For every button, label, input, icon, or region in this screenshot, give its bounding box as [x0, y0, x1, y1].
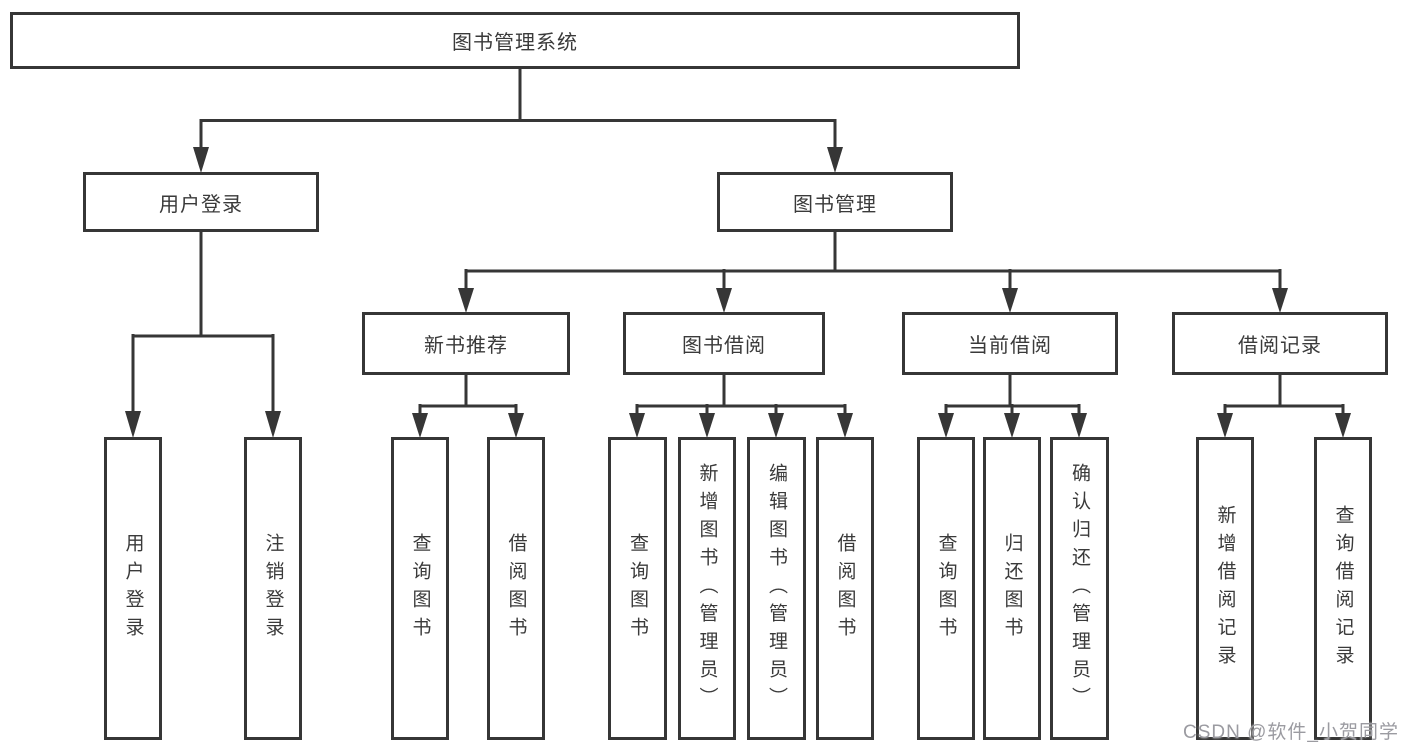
- node-new-book-recommend-label: 新书推荐: [424, 335, 508, 357]
- connector-root-to-branches: [193, 66, 843, 173]
- leaf-borrow-add-books-admin: 新增图书（管理员）: [678, 437, 736, 740]
- leaf-newbook-query-books-label: 查询图书: [409, 532, 431, 645]
- leaf-current-confirm-return-admin: 确认归还（管理员）: [1050, 437, 1109, 740]
- leaf-logout-label: 注销登录: [262, 532, 284, 645]
- connector-borrow-records-children: [1217, 373, 1351, 438]
- leaf-current-query-books-label: 查询图书: [935, 532, 957, 645]
- leaf-borrow-edit-books-admin: 编辑图书（管理员）: [747, 437, 806, 740]
- leaf-records-query-record: 查询借阅记录: [1314, 437, 1372, 740]
- leaf-records-add-record-label: 新增借阅记录: [1214, 504, 1236, 673]
- leaf-borrow-borrow-books: 借阅图书: [816, 437, 874, 740]
- leaf-newbook-query-books: 查询图书: [391, 437, 449, 740]
- leaf-user-login-label: 用户登录: [122, 532, 144, 645]
- leaf-records-add-record: 新增借阅记录: [1196, 437, 1254, 740]
- node-user-login: 用户登录: [83, 172, 319, 232]
- node-new-book-recommend: 新书推荐: [362, 312, 570, 375]
- node-current-borrow-label: 当前借阅: [968, 335, 1052, 357]
- node-book-management: 图书管理: [717, 172, 953, 232]
- connector-new-book-children: [412, 373, 524, 438]
- node-current-borrow: 当前借阅: [902, 312, 1118, 375]
- leaf-newbook-borrow-books-label: 借阅图书: [505, 532, 527, 645]
- leaf-borrow-edit-books-admin-label: 编辑图书（管理员）: [766, 462, 787, 715]
- leaf-borrow-query-books: 查询图书: [608, 437, 667, 740]
- leaf-borrow-add-books-admin-label: 新增图书（管理员）: [696, 462, 718, 715]
- watermark: CSDN @软件_小贺同学: [1183, 722, 1399, 743]
- connector-book-management-children: [458, 230, 1288, 313]
- leaf-user-login: 用户登录: [104, 437, 162, 740]
- node-borrow-records: 借阅记录: [1172, 312, 1388, 375]
- connector-user-login-children: [125, 230, 281, 438]
- node-root: 图书管理系统: [10, 12, 1020, 69]
- node-borrow-records-label: 借阅记录: [1238, 335, 1322, 357]
- node-book-borrow: 图书借阅: [623, 312, 825, 375]
- leaf-borrow-query-books-label: 查询图书: [627, 532, 648, 645]
- node-root-label: 图书管理系统: [452, 32, 578, 54]
- connector-current-borrow-children: [938, 373, 1087, 438]
- leaf-current-confirm-return-admin-label: 确认归还（管理员）: [1069, 462, 1090, 715]
- connector-book-borrow-children: [629, 373, 853, 438]
- leaf-logout: 注销登录: [244, 437, 302, 740]
- leaf-current-return-books-label: 归还图书: [1001, 532, 1023, 645]
- leaf-newbook-borrow-books: 借阅图书: [487, 437, 545, 740]
- leaf-borrow-borrow-books-label: 借阅图书: [834, 532, 856, 645]
- leaf-current-return-books: 归还图书: [983, 437, 1041, 740]
- leaf-records-query-record-label: 查询借阅记录: [1332, 504, 1354, 673]
- node-user-login-label: 用户登录: [159, 193, 243, 216]
- node-book-borrow-label: 图书借阅: [682, 335, 766, 357]
- leaf-current-query-books: 查询图书: [917, 437, 975, 740]
- node-book-management-label: 图书管理: [793, 193, 877, 216]
